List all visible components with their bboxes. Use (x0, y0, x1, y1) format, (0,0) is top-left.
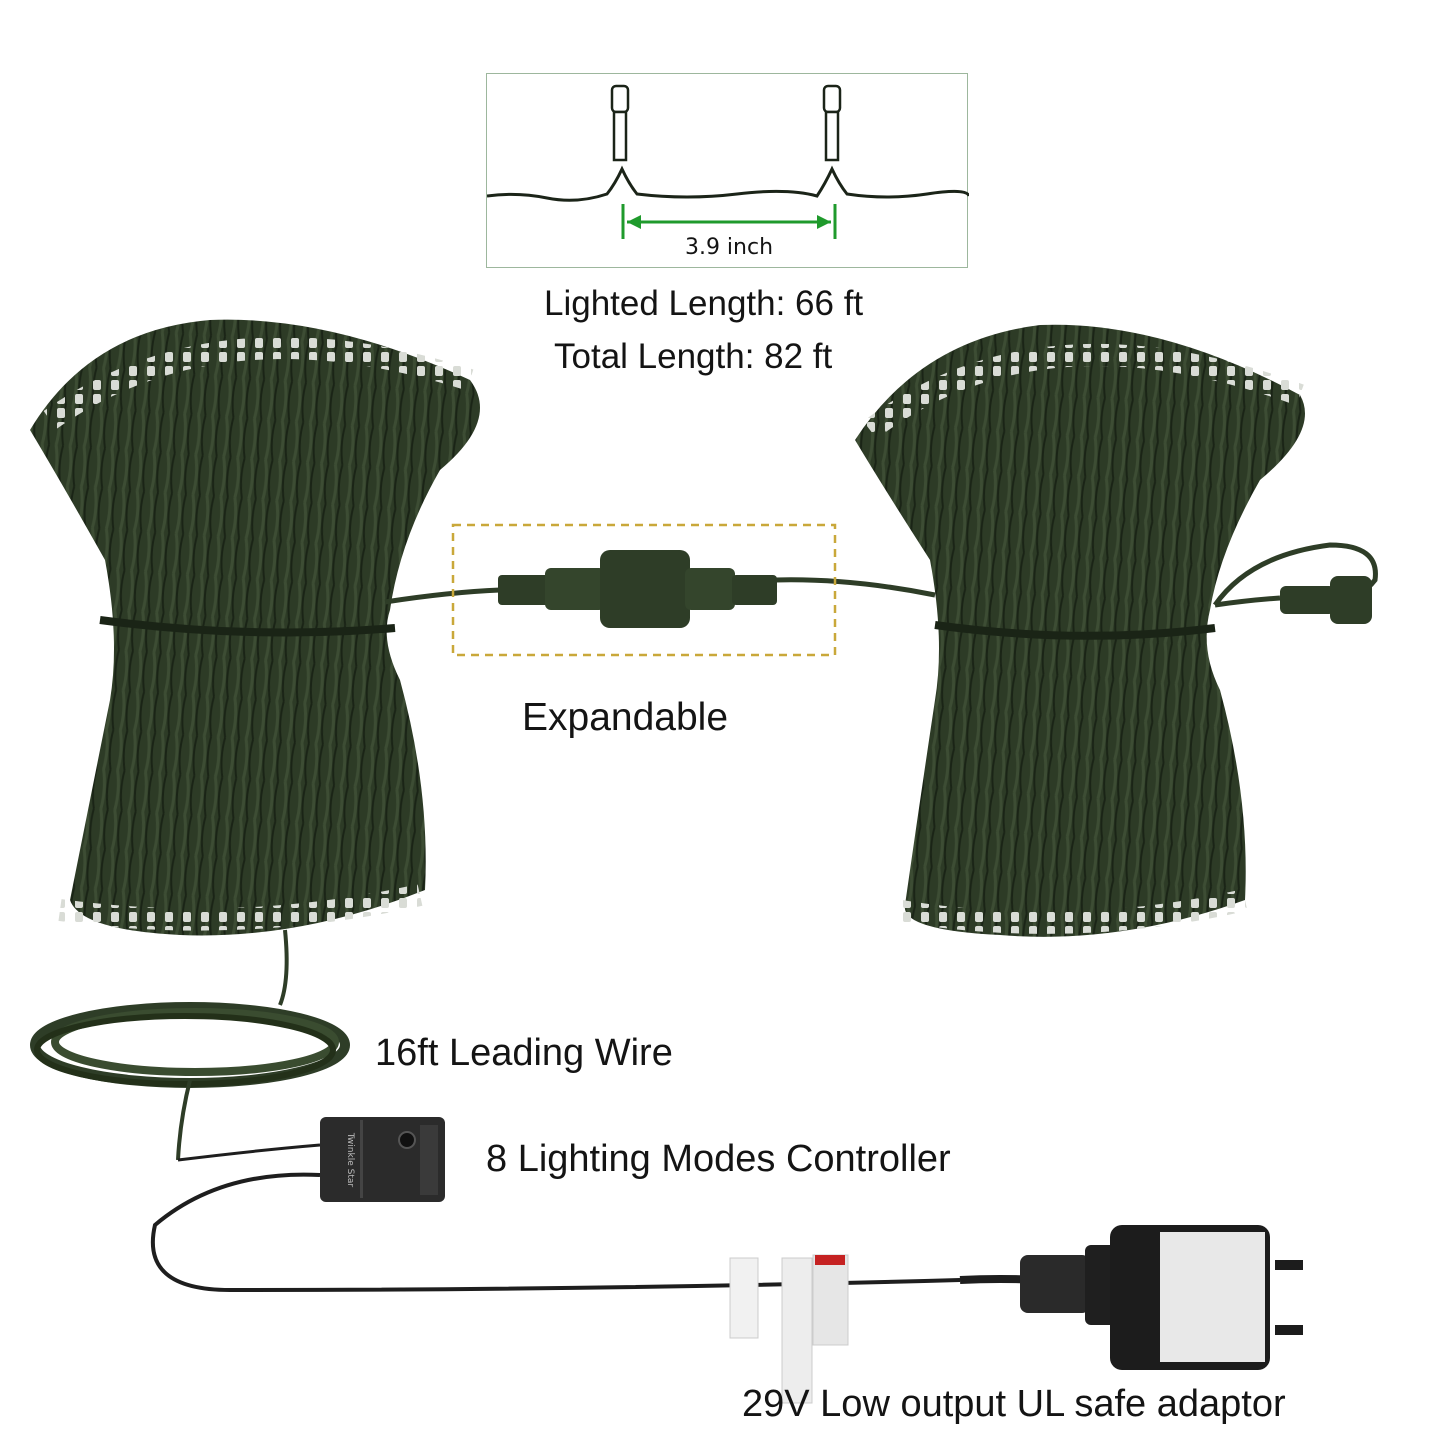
connector-wire-left (384, 587, 501, 605)
spacing-arrow-icon (621, 204, 837, 239)
expandable-connector-icon (498, 550, 777, 628)
expandable-label: Expandable (522, 696, 729, 739)
light-string-bundle-left (30, 319, 480, 936)
spacing-wire (486, 165, 971, 202)
total-length-text: Total Length: 82 ft (554, 337, 833, 376)
controller-label: 8 Lighting Modes Controller (486, 1138, 951, 1180)
spacing-diagram-svg: 3.9 inch (486, 84, 971, 260)
light-string-bundle-right (855, 324, 1305, 937)
spacing-label: 3.9 inch (685, 235, 773, 260)
controller-wire-in (177, 1143, 321, 1162)
bulb-spacing-diagram: 3.9 inch (486, 73, 971, 268)
end-connector-icon (1212, 542, 1378, 624)
expandable-highlight-box (451, 523, 837, 657)
controller-brand-text: Twinkle Star (345, 1132, 355, 1187)
bulb-left-icon (610, 84, 630, 162)
connector-wire-right (774, 577, 936, 598)
lighted-length-text: Lighted Length: 66 ft (544, 284, 864, 323)
leading-wire-coil (30, 929, 350, 1161)
adaptor-label: 29V Low output UL safe adaptor (742, 1383, 1286, 1425)
leading-wire-label: 16ft Leading Wire (375, 1032, 673, 1074)
power-adaptor-icon (959, 1225, 1303, 1370)
bulb-right-icon (822, 84, 842, 162)
controller-box-icon (320, 1117, 445, 1202)
controller-wire-out (150, 1172, 961, 1293)
ul-tags-icon (729, 1254, 849, 1404)
